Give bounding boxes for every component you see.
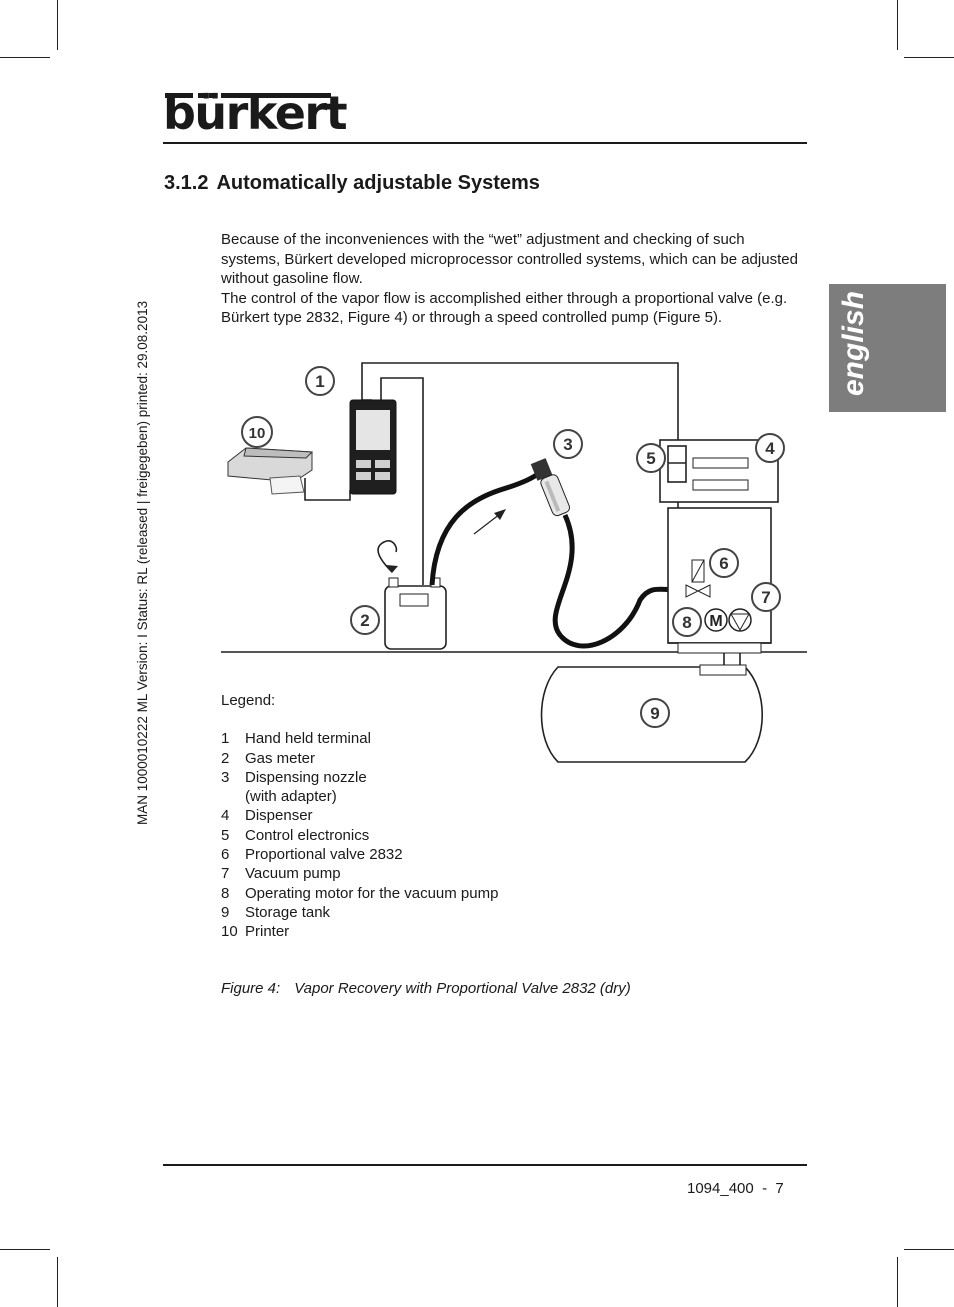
logo-bar bbox=[221, 93, 331, 98]
legend-item: 9 Storage tank bbox=[221, 903, 498, 922]
vapor-hose bbox=[429, 470, 542, 586]
printer bbox=[227, 447, 314, 495]
legend-item: 8 Operating motor for the vacuum pump bbox=[221, 884, 498, 903]
legend-item: 1 Hand held terminal bbox=[221, 729, 498, 748]
legend-text: Vacuum pump bbox=[245, 865, 341, 883]
crop-mark bbox=[57, 1257, 58, 1307]
legend-text: Dispenser bbox=[245, 807, 313, 825]
crop-mark bbox=[57, 0, 58, 50]
legend-text: Printer bbox=[245, 923, 290, 941]
callout-8: 8 bbox=[682, 613, 691, 632]
logo-bar bbox=[165, 93, 193, 98]
body-text: Because of the inconveniences with the “… bbox=[221, 230, 801, 328]
crop-mark bbox=[0, 1249, 50, 1250]
legend-text: Proportional valve 2832 bbox=[245, 846, 403, 864]
logo-bar bbox=[198, 93, 205, 98]
dispensing-nozzle bbox=[530, 458, 571, 517]
pump-motor bbox=[704, 608, 728, 632]
caption-label: Figure 4: bbox=[221, 980, 281, 997]
nozzle-hose bbox=[552, 513, 681, 649]
figure-caption: Figure 4: Vapor Recovery with Proportiona… bbox=[221, 980, 631, 997]
legend-item: 10 Printer bbox=[221, 922, 498, 941]
legend-title: Legend: bbox=[221, 692, 276, 709]
callout-4: 4 bbox=[765, 439, 775, 458]
language-tab: english bbox=[829, 284, 946, 412]
crop-mark bbox=[897, 0, 898, 50]
legend-number: 2 bbox=[221, 749, 230, 767]
vacuum-pump bbox=[728, 608, 752, 632]
legend-number: 5 bbox=[221, 826, 230, 844]
callout-7: 7 bbox=[761, 588, 770, 607]
callout-5: 5 bbox=[646, 449, 655, 468]
crop-mark bbox=[0, 57, 50, 58]
legend-item: 2 Gas meter bbox=[221, 749, 498, 768]
body-paragraph: The control of the vapor flow is accompl… bbox=[221, 289, 788, 327]
callout-1: 1 bbox=[315, 372, 324, 391]
page-number: 1094_400 - 7 bbox=[687, 1180, 784, 1197]
legend-text: Gas meter bbox=[245, 749, 316, 767]
header-rule bbox=[163, 142, 807, 144]
legend-number: 9 bbox=[221, 903, 230, 921]
legend-number: 7 bbox=[221, 865, 230, 883]
legend-number: 3 bbox=[221, 768, 230, 786]
legend-item: 4 Dispenser bbox=[221, 806, 498, 825]
crop-mark bbox=[904, 1249, 954, 1250]
legend-number: 1 bbox=[221, 730, 230, 748]
callout-6: 6 bbox=[719, 554, 728, 573]
legend-item: 7 Vacuum pump bbox=[221, 864, 498, 883]
page-number-text: 1094_400 - 7 bbox=[687, 1180, 784, 1197]
hand-held-terminal bbox=[349, 399, 397, 495]
footer-rule bbox=[163, 1164, 807, 1166]
signal-cable bbox=[361, 362, 679, 440]
callout-9: 9 bbox=[650, 704, 659, 723]
proportional-valve bbox=[685, 559, 711, 598]
crop-mark bbox=[904, 57, 954, 58]
legend-number: 6 bbox=[221, 846, 230, 864]
legend-text: Operating motor for the vacuum pump bbox=[245, 884, 499, 902]
callout-3: 3 bbox=[563, 435, 572, 454]
logo-bar bbox=[209, 93, 216, 98]
legend-item: 5 Control electronics bbox=[221, 826, 498, 845]
legend-item: 6 Proportional valve 2832 bbox=[221, 845, 498, 864]
legend-text: Storage tank bbox=[245, 903, 331, 921]
section-heading: Automatically adjustable Systems bbox=[216, 172, 540, 194]
legend-text: Control electronics bbox=[245, 826, 370, 844]
legend-number: 10 bbox=[221, 923, 238, 941]
brand-logo: bürkert bbox=[163, 86, 348, 140]
crop-mark bbox=[897, 1257, 898, 1307]
legend-text: Hand held terminal bbox=[245, 730, 371, 748]
body-paragraph: Because of the inconveniences with the “… bbox=[221, 231, 798, 287]
section-title: 3.1.2 Automatically adjustable Systems bbox=[164, 172, 540, 195]
signal-cable bbox=[380, 377, 424, 585]
printer-cable bbox=[304, 478, 351, 501]
motor-label: M bbox=[709, 613, 722, 630]
legend-text: Dispensing nozzle (with adapter) bbox=[245, 768, 367, 806]
callout-10: 10 bbox=[249, 425, 266, 442]
caption-text: Vapor Recovery with Proportional Valve 2… bbox=[294, 980, 631, 997]
callout-2: 2 bbox=[360, 611, 369, 630]
section-number: 3.1.2 bbox=[164, 172, 209, 194]
flow-arrow bbox=[473, 513, 501, 535]
legend-item: 3 Dispensing nozzle (with adapter) bbox=[221, 768, 498, 807]
legend: Legend: 1 Hand held terminal 2 Gas meter 3… bbox=[221, 691, 498, 942]
legend-number: 4 bbox=[221, 807, 230, 825]
legend-number: 8 bbox=[221, 884, 230, 902]
control-electronics bbox=[667, 445, 687, 483]
